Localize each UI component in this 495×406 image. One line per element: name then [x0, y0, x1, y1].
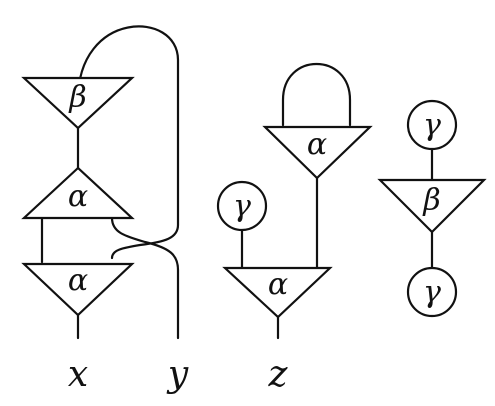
alpha-mid-top-triangle: [262, 125, 373, 180]
gamma-right-top-node: [406, 99, 458, 151]
beta-left-triangle: [21, 76, 135, 130]
beta-right-label: β: [422, 183, 440, 218]
alpha-mid-bottom-label: α: [268, 267, 288, 302]
output-y-label: y: [166, 354, 189, 395]
wire-alpha-loop: [281, 63, 352, 127]
alpha-left-top-triangle: [21, 166, 135, 220]
output-x-label: x: [68, 354, 88, 395]
alpha-left-bottom-triangle: [21, 262, 135, 317]
alpha-mid-top-label: α: [307, 127, 327, 162]
output-z-label: z: [268, 354, 289, 395]
alpha-mid-bottom-triangle: [222, 266, 333, 319]
gamma-right-bottom-label: γ: [423, 275, 441, 310]
beta-left-label: β: [68, 80, 86, 115]
alpha-left-bottom-label: α: [68, 263, 88, 298]
wire-crossing-to-y: [110, 216, 180, 340]
gamma-mid-label: γ: [233, 189, 251, 224]
wire-beta-loop: [76, 25, 180, 260]
beta-right-triangle: [377, 178, 487, 234]
gamma-mid-node: [216, 180, 268, 232]
gamma-right-top-label: γ: [423, 108, 441, 143]
alpha-left-top-label: α: [68, 179, 88, 214]
gamma-right-bottom-node: [406, 266, 458, 318]
